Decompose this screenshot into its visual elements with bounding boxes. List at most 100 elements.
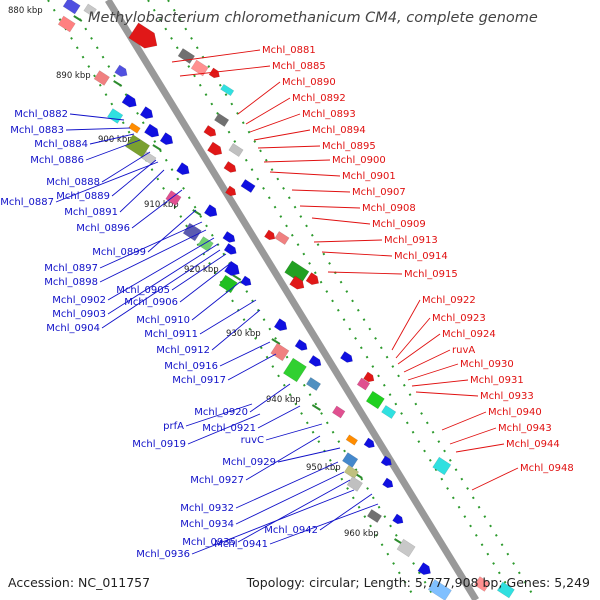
map-title: Methylobacterium chloromethanicum CM4, c… bbox=[88, 10, 538, 26]
gene-block bbox=[381, 405, 397, 419]
left-leader-line bbox=[257, 405, 301, 429]
scale-tick bbox=[232, 274, 242, 281]
left-gene-label: Mchl_0929 bbox=[222, 457, 276, 468]
gene-block bbox=[396, 538, 416, 558]
right-gene-label: Mchl_0915 bbox=[404, 269, 458, 280]
right-leader-line bbox=[415, 391, 479, 397]
scale-label: 950 kbp bbox=[306, 463, 341, 473]
right-gene-label: Mchl_0931 bbox=[470, 375, 524, 386]
scale-label: 910 kbp bbox=[144, 200, 179, 210]
gene-arrow bbox=[417, 562, 431, 576]
right-gene-label: Mchl_0907 bbox=[352, 187, 406, 198]
left-gene-label: Mchl_0896 bbox=[76, 223, 130, 234]
left-gene-label: Mchl_0887 bbox=[0, 197, 54, 208]
backbone-axis bbox=[105, 0, 479, 600]
left-leader-line bbox=[131, 189, 183, 229]
gene-block bbox=[427, 579, 452, 600]
right-leader-line bbox=[449, 427, 497, 445]
gene-block bbox=[228, 143, 244, 157]
right-leader-line bbox=[171, 49, 261, 63]
left-gene-label: Mchl_0899 bbox=[92, 247, 146, 258]
track-guide-line bbox=[67, 0, 437, 600]
left-gene-label: Mchl_0917 bbox=[172, 375, 226, 386]
left-leader-line bbox=[245, 435, 321, 481]
right-gene-label: Mchl_0908 bbox=[362, 203, 416, 214]
left-gene-label: Mchl_0936 bbox=[136, 549, 190, 560]
right-gene-label: Mchl_0914 bbox=[394, 251, 448, 262]
gene-block bbox=[284, 260, 310, 284]
right-leader-line bbox=[395, 317, 431, 359]
right-leader-line bbox=[455, 443, 505, 453]
right-gene-label: Mchl_0895 bbox=[322, 141, 376, 152]
gene-block bbox=[214, 113, 230, 127]
left-leader-line bbox=[227, 353, 277, 381]
left-leader-line bbox=[85, 139, 141, 161]
left-gene-label: Mchl_0898 bbox=[44, 277, 98, 288]
gene-features bbox=[57, 0, 515, 600]
gene-block bbox=[356, 377, 371, 391]
left-leader-line bbox=[101, 249, 221, 329]
left-gene-label: Mchl_0886 bbox=[30, 155, 84, 166]
gene-arrow bbox=[305, 272, 320, 286]
scale-tick bbox=[73, 15, 83, 22]
gene-block bbox=[346, 476, 363, 492]
right-leader-line bbox=[327, 271, 403, 275]
left-leader-line bbox=[99, 229, 207, 283]
right-leader-line bbox=[441, 411, 487, 431]
left-gene-label: Mchl_0884 bbox=[34, 139, 88, 150]
left-gene-label: Mchl_0920 bbox=[194, 407, 248, 418]
gene-arrow bbox=[144, 123, 160, 138]
left-gene-label: Mchl_0927 bbox=[190, 475, 244, 486]
gene-block bbox=[124, 134, 151, 158]
left-gene-label: Mchl_0921 bbox=[202, 423, 256, 434]
left-gene-label: Mchl_0904 bbox=[46, 323, 100, 334]
gene-arrow bbox=[222, 231, 236, 243]
left-leader-line bbox=[319, 493, 373, 531]
right-gene-label: Mchl_0881 bbox=[262, 45, 316, 56]
right-gene-label: Mchl_0890 bbox=[282, 77, 336, 88]
gene-block bbox=[197, 236, 214, 252]
left-gene-label: ruvC bbox=[241, 435, 264, 446]
left-gene-label: Mchl_0932 bbox=[180, 503, 234, 514]
scale-tick bbox=[152, 144, 162, 151]
gene-block bbox=[218, 274, 238, 294]
gene-arrow bbox=[121, 93, 137, 108]
gene-arrow bbox=[176, 162, 190, 176]
accession-text: Accession: NC_011757 bbox=[8, 575, 151, 590]
gene-arrow bbox=[382, 477, 394, 489]
gene-block bbox=[365, 390, 385, 410]
right-gene-label: Mchl_0893 bbox=[302, 109, 356, 120]
right-gene-label: Mchl_0913 bbox=[384, 235, 438, 246]
left-leader-line bbox=[69, 113, 125, 121]
left-leader-line bbox=[191, 281, 241, 321]
gene-arrow bbox=[159, 132, 174, 146]
gene-arrow bbox=[380, 455, 392, 467]
gene-arrow bbox=[264, 229, 276, 241]
right-gene-label: Mchl_0923 bbox=[432, 313, 486, 324]
gene-block bbox=[182, 222, 202, 242]
right-leader-line bbox=[411, 379, 469, 387]
left-gene-label: Mchl_0905 bbox=[116, 285, 170, 296]
gene-block bbox=[270, 342, 290, 362]
right-leader-line bbox=[313, 239, 383, 243]
right-gene-label: Mchl_0894 bbox=[312, 125, 366, 136]
gene-block bbox=[474, 576, 491, 592]
left-leader-line bbox=[219, 341, 271, 367]
left-gene-label: Mchl_0883 bbox=[10, 125, 64, 136]
left-gene-label: Mchl_0934 bbox=[180, 519, 234, 530]
left-gene-label: Mchl_0882 bbox=[14, 109, 68, 120]
left-gene-label: Mchl_0891 bbox=[64, 207, 118, 218]
right-leader-line bbox=[245, 97, 291, 125]
gene-block bbox=[165, 190, 182, 206]
gene-arrow bbox=[203, 204, 218, 218]
right-gene-label: Mchl_0933 bbox=[480, 391, 534, 402]
gene-arrow bbox=[225, 185, 237, 197]
left-leader-line bbox=[55, 161, 159, 203]
gene-block bbox=[107, 108, 124, 124]
left-leader-line bbox=[107, 243, 219, 315]
left-gene-label: Mchl_0941 bbox=[214, 539, 268, 550]
gene-block bbox=[177, 48, 196, 64]
scale-label: 940 kbp bbox=[266, 395, 301, 405]
left-leader-line bbox=[171, 253, 227, 291]
